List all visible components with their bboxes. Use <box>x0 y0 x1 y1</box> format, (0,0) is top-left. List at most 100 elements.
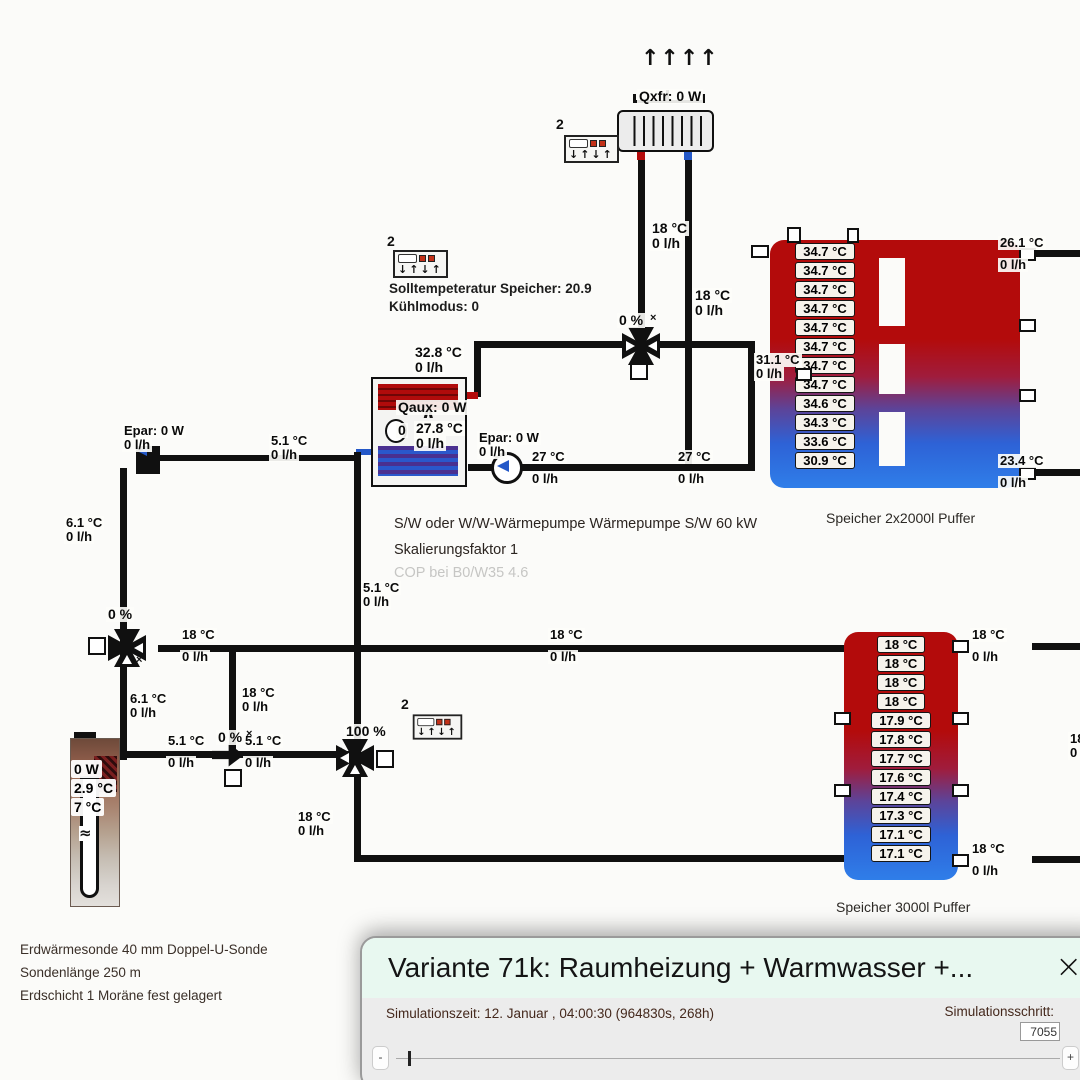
pipe <box>1032 856 1080 863</box>
flow-label: 18 °C0 l/h <box>1068 732 1080 760</box>
qaux-label: Qaux: 0 W <box>396 399 469 415</box>
tank-temp-label: 17.4 °C <box>871 788 931 805</box>
simulation-step-input[interactable] <box>1020 1022 1060 1041</box>
tank-temp-label: 30.9 °C <box>795 452 855 469</box>
dialog-titlebar[interactable]: Variante 71k: Raumheizung + Warmwasser +… <box>362 938 1080 998</box>
tank-temp-label: 34.7 °C <box>795 376 855 393</box>
valve-arrow <box>340 753 349 763</box>
valve-x-mark: × <box>650 312 657 324</box>
slider-minus-button[interactable]: - <box>372 1046 389 1070</box>
tube-break-mark: ≈ <box>79 824 92 842</box>
slider-thumb[interactable] <box>408 1051 411 1066</box>
tank-temp-label: 34.3 °C <box>795 414 855 431</box>
controller-led <box>428 255 435 262</box>
tank-port <box>1019 319 1036 332</box>
tank-temp-label: 34.7 °C <box>795 262 855 279</box>
valve-x-mark: × <box>336 745 343 757</box>
valve-position-label: 0 % <box>216 729 245 745</box>
tank-port <box>751 245 769 258</box>
close-icon[interactable]: × <box>1055 947 1080 985</box>
controller[interactable]: ↓↑↓↑ <box>393 250 448 278</box>
tank-temp-label: 33.6 °C <box>795 433 855 450</box>
valve-arrow <box>134 643 143 653</box>
tank-port <box>952 854 969 867</box>
tank-port <box>847 228 859 243</box>
simulation-time-label: Simulationszeit: 12. Januar , 04:00:30 (… <box>386 1006 714 1021</box>
pipe <box>685 158 692 470</box>
tank-port <box>787 227 801 243</box>
controller-led <box>419 255 426 262</box>
tank-caption: Speicher 3000l Puffer <box>836 899 971 915</box>
pipe-blue-segment <box>356 449 373 455</box>
radiator[interactable] <box>617 110 714 152</box>
evaporator-coil <box>378 446 458 476</box>
slider-plus-button[interactable]: + <box>1062 1046 1079 1070</box>
controller-led <box>444 718 451 726</box>
controller-badge: 2 <box>387 233 395 249</box>
tank-temp-label: 34.7 °C <box>795 243 855 260</box>
pipe <box>158 645 848 652</box>
qxfr-label: Qxfr: 0 W <box>637 88 704 104</box>
tank-temp-label: 17.9 °C <box>871 712 931 729</box>
mixing-valve[interactable] <box>108 629 146 667</box>
tank-port <box>834 712 851 725</box>
controller-badge: 2 <box>401 696 409 712</box>
controller[interactable]: ↓↑↓↑ <box>564 135 619 163</box>
valve-x-mark: × <box>246 728 253 740</box>
hp-description: S/W oder W/W-Wärmepumpe Wärmepumpe S/W 6… <box>394 516 758 581</box>
pipe <box>229 650 236 752</box>
diverting-valve[interactable] <box>212 743 244 767</box>
controller[interactable]: ↓↑↓↑ <box>412 714 463 740</box>
tank-port <box>796 368 812 381</box>
pipe-blue-segment <box>684 144 692 160</box>
valve-arrow <box>626 341 635 351</box>
pipe <box>474 341 481 397</box>
valve-arrow <box>350 765 360 774</box>
pipe <box>160 455 356 461</box>
slider-track[interactable] <box>396 1058 1060 1059</box>
tank-temp-label: 17.1 °C <box>871 826 931 843</box>
controller-led <box>436 718 443 726</box>
tank-port <box>834 784 851 797</box>
tank-port <box>1019 389 1036 402</box>
pipe <box>468 464 755 471</box>
valve-actuator <box>376 750 394 768</box>
valve-arrow <box>648 341 657 351</box>
pipe <box>474 341 755 348</box>
mixing-valve[interactable] <box>622 327 660 365</box>
tank-temp-label: 34.7 °C <box>795 338 855 355</box>
tank-temp-label: 18 °C <box>876 693 926 710</box>
sensor-tick <box>633 94 636 100</box>
valve-position-label: 0 % <box>617 312 646 328</box>
valve-x-mark: × <box>136 654 143 666</box>
dialog-title: Variante 71k: Raumheizung + Warmwasser +… <box>388 952 974 983</box>
tank-temp-label: 17.6 °C <box>871 769 931 786</box>
tank-temp-label: 34.6 °C <box>795 395 855 412</box>
tank-port <box>952 784 969 797</box>
tank-caption: Speicher 2x2000l Puffer <box>826 510 976 526</box>
tank-gap <box>879 258 905 326</box>
valve-position-label: 100 % <box>344 723 388 739</box>
controller-display <box>417 718 435 727</box>
mixing-valve[interactable] <box>336 739 374 777</box>
valve-arrow <box>122 655 132 664</box>
hp-zero-label: 0 <box>396 422 408 438</box>
valve-actuator <box>224 769 242 787</box>
valve-position-label: 0 % <box>106 606 135 622</box>
